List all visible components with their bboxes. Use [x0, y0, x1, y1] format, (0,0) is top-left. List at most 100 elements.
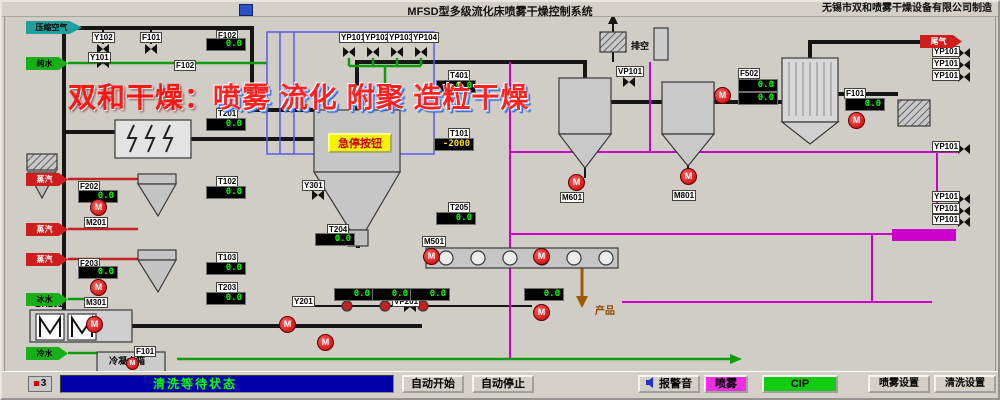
speaker-icon: [646, 377, 653, 388]
pump-icon[interactable]: M: [90, 199, 107, 216]
pump-icon[interactable]: M: [848, 112, 865, 129]
page-selector[interactable]: 3: [28, 376, 52, 392]
pump-icon[interactable]: M: [86, 316, 103, 333]
cip-button[interactable]: CIP: [762, 375, 838, 393]
tag-YP101: YP101: [932, 191, 961, 202]
value-display: 0.0: [206, 262, 246, 275]
pump-icon[interactable]: M: [317, 334, 334, 351]
window-icon: [239, 4, 253, 16]
valve-icon[interactable]: [343, 47, 355, 57]
tag-YP101: YP101: [932, 58, 961, 69]
watermark: 双和干燥：喷雾 流化 附聚 造粒干燥: [68, 76, 529, 116]
value-display: 0.0: [410, 288, 450, 301]
condenser-tubes: [788, 62, 832, 116]
tag-F502: F502: [738, 68, 761, 79]
valve-icon[interactable]: [145, 44, 157, 54]
pump-icon[interactable]: M: [279, 316, 296, 333]
tag-F102: F102: [174, 60, 197, 71]
page-title: MFSD型多级流化床喷雾干燥控制系统: [407, 6, 593, 18]
tag-YP101: YP101: [932, 214, 961, 225]
tag-排空: 排空: [631, 41, 650, 51]
tag-F101: F101: [140, 32, 163, 43]
feed-arrow-蒸汽: 蒸汽: [26, 253, 68, 266]
tag-YP104: YP104: [411, 32, 440, 43]
pump-icon[interactable]: M: [533, 248, 550, 265]
cyclone-hopper-1: [558, 77, 612, 135]
green-line-arrow: [730, 354, 742, 364]
tag-M301: M301: [84, 297, 109, 308]
feed-filter: [26, 153, 58, 171]
small-column: [653, 27, 669, 61]
pump-icon[interactable]: M: [126, 357, 139, 370]
cyclone-hopper-2: [661, 81, 715, 135]
value-display: 0.0: [334, 288, 374, 301]
status-bar: 清洗等待状态: [60, 375, 394, 393]
pump-icon[interactable]: M: [568, 174, 585, 191]
cyclone-hopper-2-cone: [660, 133, 716, 167]
value-display: 0.0: [206, 186, 246, 199]
heat-exchanger-2-cone: [136, 259, 178, 294]
vessels: [26, 27, 931, 373]
rotary-valve[interactable]: [341, 300, 353, 312]
valve-icon[interactable]: [958, 217, 970, 227]
clean-settings-button[interactable]: 清洗设置: [934, 375, 996, 393]
spray-button[interactable]: 喷雾: [704, 375, 748, 393]
vent-filter: [599, 31, 627, 53]
valve-icon[interactable]: [958, 194, 970, 204]
feed-arrow-冰水: 冰水: [26, 293, 68, 306]
feed-arrow-尾气: 尾气: [920, 35, 962, 48]
valve-icon[interactable]: [97, 44, 109, 54]
product-arrow: [576, 296, 588, 308]
pump-icon[interactable]: M: [680, 168, 697, 185]
tag-YP101: YP101: [932, 70, 961, 81]
condenser-cone: [780, 121, 840, 145]
valve-icon[interactable]: [958, 72, 970, 82]
pump-icon[interactable]: M: [90, 279, 107, 296]
valve-icon[interactable]: [958, 48, 970, 58]
tag-YP101: YP101: [932, 141, 961, 152]
valve-icon[interactable]: [415, 47, 427, 57]
heater-bolt-icons: [126, 124, 174, 153]
pump-icon[interactable]: M: [533, 304, 550, 321]
valve-icon[interactable]: [312, 190, 324, 200]
auto-stop-button[interactable]: 自动停止: [472, 375, 534, 393]
auto-start-button[interactable]: 自动开始: [402, 375, 464, 393]
pump-icon[interactable]: M: [714, 87, 731, 104]
tag-M801: M801: [672, 190, 697, 201]
feed-arrow-冷水: 冷水: [26, 347, 68, 360]
emergency-stop-button[interactable]: 急停按钮: [328, 133, 392, 153]
pump-icon[interactable]: M: [423, 248, 440, 265]
tag-VP101: VP101: [616, 66, 645, 77]
valve-icon[interactable]: [367, 47, 379, 57]
valve-icon[interactable]: [958, 144, 970, 154]
tag-M601: M601: [560, 192, 585, 203]
valve-icons[interactable]: [97, 44, 970, 312]
value-display: 0.0: [315, 233, 355, 246]
rotary-valve[interactable]: [379, 300, 391, 312]
value-display: 0.0: [206, 118, 246, 131]
alarm-label: 报警音: [659, 378, 692, 390]
valve-icon[interactable]: [623, 77, 635, 87]
tag-YP101: YP101: [932, 203, 961, 214]
tag-Y201: Y201: [292, 296, 315, 307]
feed-arrow-蒸汽: 蒸汽: [26, 173, 68, 186]
alarm-sound-button[interactable]: 报警音: [638, 375, 700, 393]
spray-settings-button[interactable]: 喷雾设置: [868, 375, 930, 393]
page-number: 3: [40, 378, 47, 389]
valve-icon[interactable]: [391, 47, 403, 57]
tag-产品: 产品: [595, 306, 615, 317]
feed-arrow-压缩空气: 压缩空气: [26, 21, 82, 34]
valve-icon[interactable]: [958, 206, 970, 216]
value-display: 0.0: [436, 80, 476, 93]
value-display: 0.0: [78, 266, 118, 279]
valve-icon[interactable]: [958, 60, 970, 70]
feed-arrow-纯水: 纯水: [26, 57, 68, 70]
value-display: 0.0: [436, 212, 476, 225]
value-display: 0.0: [845, 98, 885, 111]
value-display: 0.0: [524, 288, 564, 301]
value-display: 0.0: [206, 38, 246, 51]
tag-Y102: Y102: [92, 32, 115, 43]
tag-M501: M501: [422, 236, 447, 247]
manufacturer-label: 无锡市双和喷雾干燥设备有限公司制造: [822, 3, 992, 14]
